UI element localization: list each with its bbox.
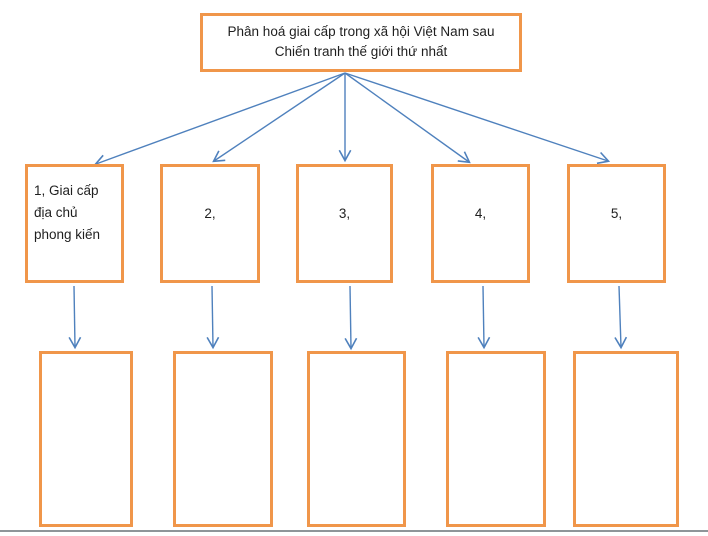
- arrow-root-to-branch-1: [93, 72, 346, 167]
- arrow-root-to-branch-4: [344, 72, 471, 164]
- branch-box-2: 2,: [160, 164, 260, 283]
- arrow-branch4-to-detail4: [477, 285, 491, 350]
- detail-box-4: [446, 351, 546, 527]
- branch-box-4: 4,: [431, 164, 530, 283]
- detail-box-3: [307, 351, 406, 527]
- arrow-branch5-to-detail5: [614, 285, 628, 350]
- branch-box-1: 1, Giai cấp địa chủ phong kiến: [25, 164, 124, 283]
- arrow-branch3-to-detail3: [344, 285, 358, 351]
- root-box: Phân hoá giai cấp trong xã hội Việt Nam …: [200, 13, 522, 72]
- arrow-root-to-branch-2: [212, 72, 346, 163]
- branch-box-5: 5,: [567, 164, 666, 283]
- arrow-branch1-to-detail1: [68, 285, 82, 350]
- detail-box-2: [173, 351, 273, 527]
- detail-box-1: [39, 351, 133, 527]
- arrow-root-to-branch-5: [344, 72, 611, 165]
- arrow-branch2-to-detail2: [206, 285, 220, 350]
- detail-box-5: [573, 351, 679, 527]
- branch-box-3: 3,: [296, 164, 393, 283]
